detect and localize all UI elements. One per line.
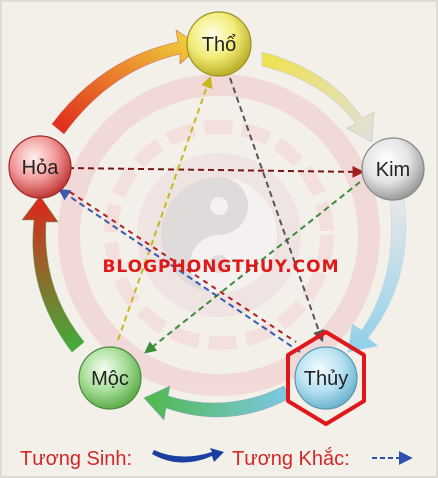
node-tho-label: Thổ xyxy=(202,34,236,56)
khac-arrow-tho-thuy xyxy=(229,77,325,343)
node-kim-label: Kim xyxy=(376,159,410,181)
node-thuy: Thủy xyxy=(294,346,358,410)
legend-sinh-arrow-icon xyxy=(152,448,224,463)
watermark-text: BLOGPHONGTHUY.COM xyxy=(102,257,339,277)
sinh-arrow-kim-thuy xyxy=(347,199,407,353)
node-tho: Thổ xyxy=(186,11,252,77)
node-thuy-label: Thủy xyxy=(304,368,348,390)
legend-khac-label: Tương Khắc: xyxy=(232,447,350,470)
khac-arrow-thuy-hoa xyxy=(58,188,301,353)
khac-arrows xyxy=(58,75,365,354)
legend: Tương Sinh: Tương Khắc: xyxy=(20,447,413,470)
node-moc: Mộc xyxy=(78,346,142,410)
node-kim: Kim xyxy=(361,137,425,201)
highlight-hexagon xyxy=(286,330,366,426)
sinh-arrow-tho-kim xyxy=(261,51,375,143)
khac-arrow-kim-moc xyxy=(144,181,361,354)
khac-arrow-hoa-kim xyxy=(67,165,365,178)
node-hoa-label: Hỏa xyxy=(22,157,60,179)
sinh-arrow-thuy-moc xyxy=(143,385,291,421)
khac-arrow-moc-tho xyxy=(117,75,213,341)
node-hoa: Hỏa xyxy=(8,135,72,199)
legend-sinh-label: Tương Sinh: xyxy=(20,448,132,470)
node-moc-label: Mộc xyxy=(91,368,129,390)
